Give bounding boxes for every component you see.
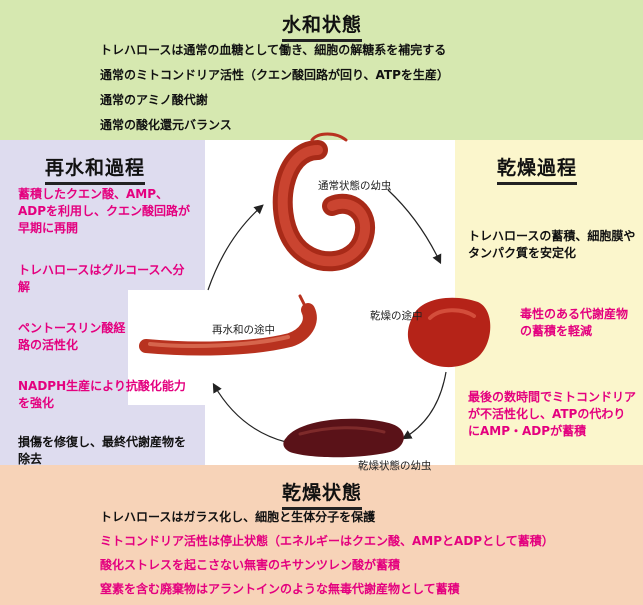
normal-larva-label: 通常状態の幼虫	[318, 180, 392, 192]
drying-mid-label: 乾燥の途中	[370, 310, 423, 322]
drying-item-2: 毒性のある代謝産物の蓄積を軽減	[520, 307, 629, 338]
arrow-to-rehydration	[212, 382, 287, 443]
rehydration-item-3: ペントースリン酸経路の活性化	[18, 321, 126, 352]
rehydration-item-5: 損傷を修復し、最終代謝産物を除去	[18, 435, 187, 466]
hydrated-panel	[0, 0, 643, 140]
rehydrating-larva-image	[139, 294, 317, 356]
dry-line-2: ミトコンドリア活性は停止状態（エネルギーはクエン酸、AMPとADPとして蓄積）	[100, 534, 554, 548]
dry-title: 乾燥状態	[282, 478, 363, 510]
rehydration-mid-label: 再水和の途中	[212, 324, 275, 336]
arrow-to-drying	[387, 189, 442, 265]
rehydration-item-4: NADPH生産により抗酸化能力を強化	[18, 379, 186, 410]
arrow-to-dry	[401, 371, 447, 440]
drying-title: 乾燥過程	[497, 153, 578, 185]
arrow-to-normal	[207, 204, 264, 291]
dry-larva-label: 乾燥状態の幼虫	[358, 460, 432, 472]
dry-larva-image	[283, 418, 404, 458]
hydrated-line-1: トレハロースは通常の血糖として働き、細胞の解糖系を補完する	[100, 43, 447, 57]
rehydration-item-2: トレハロースはグルコースへ分解	[18, 263, 185, 294]
drying-item-1: トレハロースの蓄積、細胞膜やタンパク質を安定化	[468, 229, 636, 260]
dry-line-4: 窒素を含む廃棄物はアラントインのような無毒代謝産物として蓄積	[100, 582, 460, 596]
normal-larva-image	[272, 132, 376, 272]
hydrated-line-2: 通常のミトコンドリア活性（クエン酸回路が回り、ATPを生産）	[100, 68, 449, 82]
hydrated-line-4: 通常の酸化還元バランス	[100, 118, 232, 132]
hydrated-line-3: 通常のアミノ酸代謝	[100, 93, 208, 107]
rehydration-item-1: 蓄積したクエン酸、AMP、ADPを利用し、クエン酸回路が早期に再開	[18, 187, 191, 235]
dry-line-3: 酸化ストレスを起こさない無害のキサンツレン酸が蓄積	[100, 558, 401, 572]
dry-panel	[0, 465, 643, 605]
drying-larva-image	[407, 297, 491, 368]
drying-item-3: 最後の数時間でミトコンドリアが不活性化し、ATPの代わりにAMP・ADPが蓄積	[468, 390, 637, 438]
rehydration-title: 再水和過程	[45, 153, 146, 185]
hydrated-title: 水和状態	[282, 10, 363, 42]
dry-line-1: トレハロースはガラス化し、細胞と生体分子を保護	[100, 510, 376, 524]
drying-panel	[455, 140, 643, 465]
